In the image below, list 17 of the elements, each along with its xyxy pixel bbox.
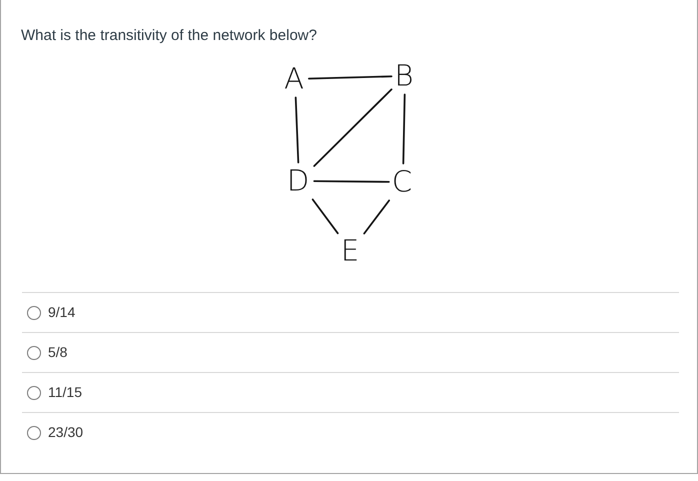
vertex-label: D <box>286 166 310 196</box>
vertex-label: B <box>394 62 414 90</box>
vertex-label: A <box>284 64 304 94</box>
graph-edge <box>312 198 339 234</box>
answer-option: 9/14 <box>48 304 76 321</box>
graph-edge <box>313 180 390 183</box>
vertex-label: E <box>340 236 360 266</box>
graph-edge <box>308 76 392 80</box>
graph-edge <box>294 96 300 164</box>
answer-option: 5/8 <box>48 344 68 361</box>
graph-edge <box>313 88 392 167</box>
vertex-label: C <box>392 168 412 196</box>
graph-edge <box>402 94 406 164</box>
graph-edge <box>363 200 390 234</box>
question-text: What is the transitivity of the network below? <box>21 27 317 45</box>
answer-option: 23/30 <box>48 424 84 441</box>
answer-option: 11/15 <box>48 384 82 401</box>
